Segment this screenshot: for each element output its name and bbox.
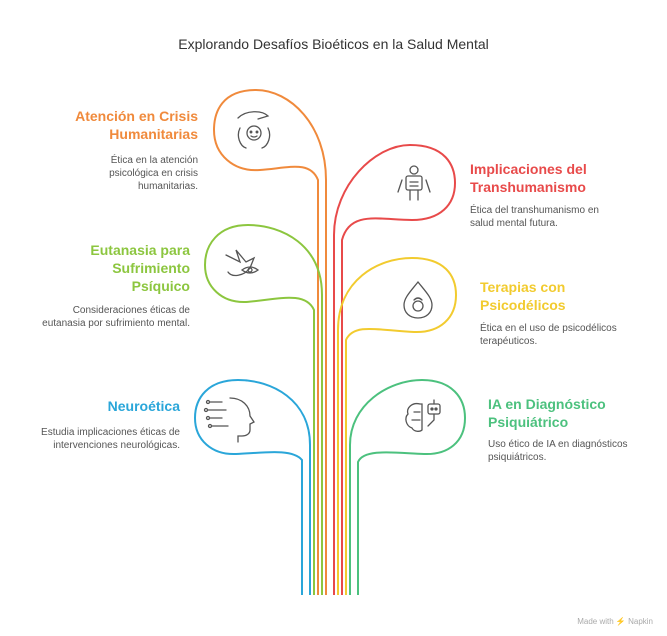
stem-red	[333, 143, 457, 595]
item-title-eutanasia: Eutanasia para Sufrimiento Psíquico	[90, 242, 190, 294]
item-desc-eutanasia: Consideraciones éticas de eutanasia por …	[42, 305, 190, 329]
item-desc-crisis: Ética en la atención psicológica en cris…	[109, 155, 198, 192]
stem-yellow	[337, 256, 458, 595]
item-desc-transhumanismo: Ética del transhumanismo en salud mental…	[470, 205, 599, 229]
item-title-crisis: Atención en Crisis Humanitarias	[75, 108, 198, 142]
stem-teal	[349, 378, 467, 595]
stem-green	[203, 223, 323, 595]
dove-eye-icon	[225, 249, 260, 277]
page-title: Explorando Desafíos Bioéticos en la Salu…	[178, 36, 489, 52]
stem-blue	[193, 378, 311, 595]
item-title-psicodelicos: Terapias con Psicodélicos	[480, 279, 566, 313]
brain-circuit-head-icon	[203, 397, 255, 443]
item-desc-psicodelicos: Ética en el uso de psicodélicos terapéut…	[480, 323, 617, 347]
item-desc-ia: Uso ético de IA en diagnósticos psiquiát…	[488, 439, 628, 463]
napkin-watermark: Made with ⚡ Napkin	[577, 617, 653, 626]
item-title-transhumanismo: Implicaciones del Transhumanismo	[470, 161, 587, 195]
item-desc-neuroetica: Estudia implicaciones éticas de interven…	[41, 427, 180, 451]
stem-orange	[212, 88, 327, 595]
item-title-ia: IA en Diagnóstico Psiquiátrico	[488, 396, 606, 430]
ai-brain-robot-icon	[405, 399, 441, 432]
item-title-neuroetica: Neuroética	[107, 398, 180, 414]
helping-hand-child-icon	[237, 111, 271, 149]
robot-human-icon	[397, 165, 431, 201]
psychedelic-drop-icon	[403, 280, 433, 319]
